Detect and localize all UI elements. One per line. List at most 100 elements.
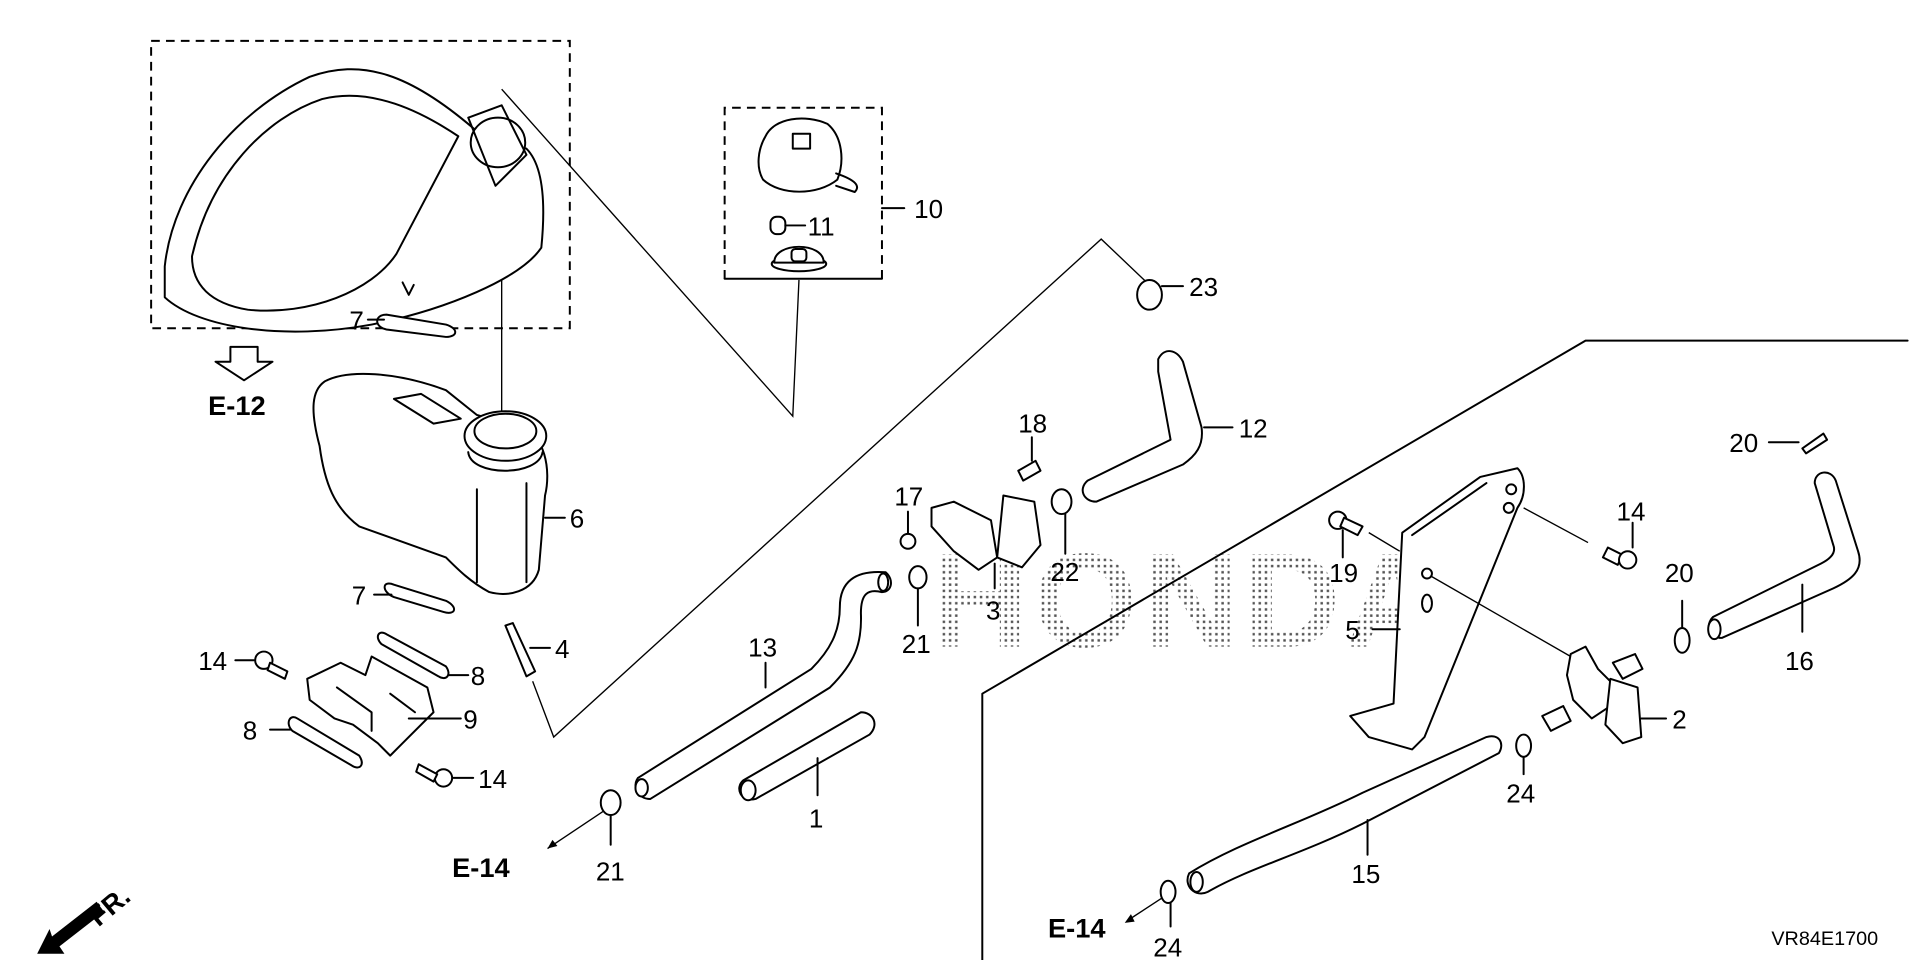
grommet-lower — [373, 582, 455, 614]
clip-24-lower-stroke — [1129, 897, 1163, 920]
clamp-22-stroke — [1050, 488, 1073, 516]
fuel-hose-15-stroke — [1189, 871, 1204, 893]
tank-cover-stroke — [163, 68, 545, 333]
bolt-4 — [504, 622, 551, 678]
fuel-tank-stroke — [392, 392, 462, 425]
bolt-14-left-stroke — [266, 661, 289, 680]
fuel-hose-13 — [634, 571, 892, 800]
grommet-lower-stroke — [383, 582, 455, 614]
hose-1-stroke — [738, 711, 876, 801]
bolt-14-left — [234, 650, 289, 680]
callout-24-lower: 24 — [1153, 932, 1182, 960]
callout-14-bottom: 14 — [478, 764, 507, 794]
callout-15: 15 — [1351, 859, 1380, 889]
front-arrow-icon — [37, 901, 105, 954]
tank-cover — [150, 39, 571, 333]
callout-13: 13 — [748, 633, 777, 663]
clip-20-upper-stroke — [1801, 432, 1829, 455]
fuel-hose-13-stroke — [877, 572, 890, 592]
fuel-cap-kit-stroke — [769, 215, 787, 236]
mounting-plate-9-stroke — [306, 655, 435, 757]
callout-21-upper: 21 — [902, 629, 931, 659]
bracket-5-stroke — [1502, 501, 1515, 514]
e12-reference[interactable]: E-12 — [208, 345, 274, 421]
clamp-23-stroke — [1136, 278, 1163, 311]
clamp-21-lower — [547, 789, 622, 850]
bolt-18-stroke — [1017, 459, 1042, 482]
bolt-14-right-stroke — [1618, 550, 1638, 570]
tank-cover-stroke — [467, 104, 528, 187]
fuel-hose-12 — [1081, 350, 1234, 503]
gasket-8-upper-stroke — [376, 631, 450, 680]
ref-e14-right-label[interactable]: E-14 — [1048, 913, 1106, 944]
callout-4: 4 — [555, 634, 569, 664]
callout-19: 19 — [1329, 558, 1358, 588]
gasket-8-lower — [269, 716, 363, 769]
fuel-valve-2-stroke — [1541, 705, 1572, 732]
mounting-plate-9 — [306, 655, 462, 757]
bracket-5-stroke — [1505, 483, 1518, 496]
fuel-valve-2-stroke — [1565, 645, 1612, 720]
bolt-4-stroke — [504, 622, 537, 678]
callout-21-lower: 21 — [596, 857, 625, 887]
front-direction-indicator: FR. — [37, 880, 136, 954]
fuel-tank-stroke — [467, 451, 544, 472]
callout-8-lower: 8 — [243, 716, 257, 746]
grommet-upper — [366, 313, 457, 338]
screw-19 — [1328, 510, 1401, 559]
fuel-tank — [312, 372, 566, 595]
callout-17: 17 — [894, 481, 923, 511]
clamp-21-lower-stroke — [547, 810, 604, 850]
callout-8-upper: 8 — [471, 661, 485, 691]
clip-20-lower-stroke — [1673, 627, 1691, 654]
hose-1-stroke — [739, 779, 757, 802]
gasket-8-lower-stroke — [287, 716, 363, 769]
fuel-hose-16-stroke — [1707, 471, 1861, 639]
tank-cover-stroke — [191, 94, 460, 312]
bracket-5 — [1349, 467, 1525, 751]
ref-e14-left-label[interactable]: E-14 — [452, 852, 510, 883]
bolt-14-right-stroke — [1601, 546, 1624, 566]
fuel-valve-2-stroke — [1604, 677, 1643, 745]
assembly-guide-lines-stroke — [501, 88, 800, 418]
screw-19-stroke — [1339, 516, 1364, 537]
clip-24-upper — [1515, 733, 1533, 776]
gasket-8-upper — [376, 631, 470, 680]
tank-cover-stroke — [401, 281, 415, 296]
bolt-14-bottom-stroke — [415, 763, 439, 783]
assembly-guide-lines-stroke — [981, 339, 1909, 960]
callout-22: 22 — [1050, 557, 1079, 587]
clamp-21-lower-stroke — [599, 789, 622, 817]
callout-24-upper: 24 — [1506, 779, 1535, 809]
callout-18: 18 — [1018, 408, 1047, 438]
grommet-upper-stroke — [376, 313, 457, 338]
clamp-21-upper — [908, 565, 928, 627]
bolt-18 — [1017, 436, 1042, 482]
nut-17-stroke — [899, 532, 917, 550]
callout-10: 10 — [914, 194, 943, 224]
bracket-5-stroke — [1421, 567, 1433, 580]
bolt-14-bottom — [415, 763, 475, 788]
callout-23: 23 — [1189, 272, 1218, 302]
clip-20-upper — [1767, 432, 1829, 455]
front-label: FR. — [82, 880, 136, 932]
callout-14-right: 14 — [1617, 496, 1646, 526]
fuel-valve-3-stroke — [930, 500, 999, 571]
callout-20-upper: 20 — [1729, 428, 1758, 458]
down-arrow-icon — [214, 345, 274, 382]
bolt-14-right-stroke — [1523, 507, 1589, 544]
fuel-hose-15-stroke — [1186, 735, 1503, 895]
mounting-plate-9-stroke — [335, 686, 416, 732]
callout-1: 1 — [809, 803, 823, 833]
callout-12: 12 — [1239, 413, 1268, 443]
callout-11: 11 — [808, 211, 835, 241]
clip-24-lower — [1124, 879, 1177, 928]
screw-19-stroke — [1368, 532, 1401, 552]
fuel-valve-3-stroke — [996, 494, 1042, 569]
fuel-valve-2 — [1430, 575, 1668, 745]
clip-24-upper-stroke — [1515, 733, 1533, 758]
clip-20-lower — [1673, 599, 1691, 654]
clamp-21-upper-stroke — [908, 565, 928, 590]
fuel-tank-stroke — [475, 482, 528, 584]
